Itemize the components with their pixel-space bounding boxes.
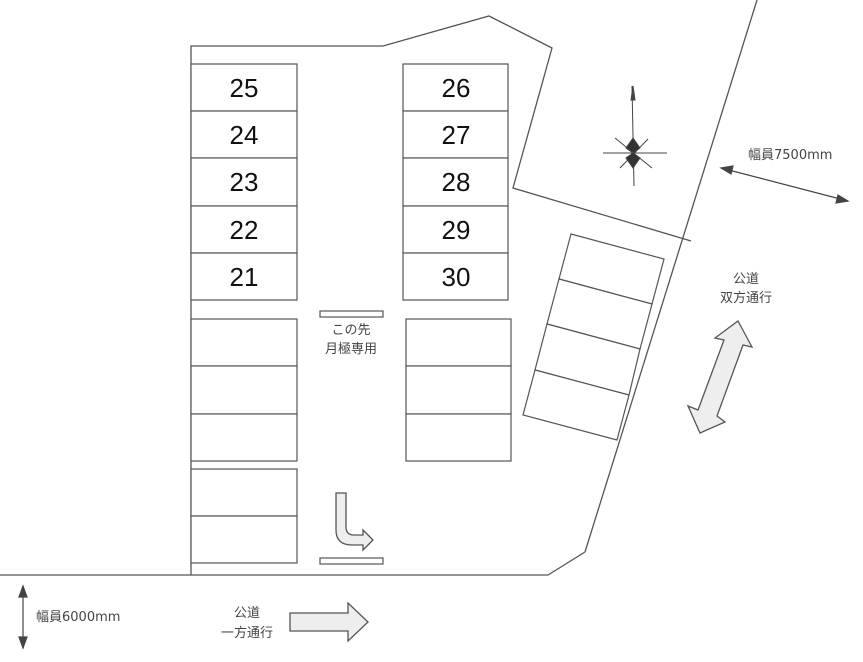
parking-slot [190,515,298,564]
road-edge-right [584,0,758,553]
road-right-label-line2: 双方通行 [720,290,772,306]
parking-slot [402,157,509,207]
parking-slot [402,252,509,301]
dimension-arrow-icon [719,165,850,204]
parking-slot [402,110,509,159]
parking-slot [190,157,298,207]
parking-slot [190,110,298,159]
one-way-arrow-icon [289,601,369,643]
parking-slot [402,205,509,254]
lot-boundary [190,15,692,575]
slot-number: 22 [230,215,259,245]
dimension-arrow-icon [18,584,28,650]
compass-icon [603,85,667,187]
slot-number: 28 [442,167,471,197]
slot-number: 29 [442,215,471,245]
right-unnumbered-slots [405,318,512,462]
two-way-arrow-icon [686,320,754,434]
entrance-bar [319,557,384,565]
entry-turn-arrow-icon [335,492,374,552]
road-right-label-line1: 公道 [733,272,759,287]
monthly-only-label-line2: 月極専用 [325,341,377,357]
parking-slot [190,365,298,415]
slot-number: 25 [230,73,259,103]
lot-boundary-bottom [0,551,586,576]
slot-number: 27 [442,120,471,150]
road-bottom-label-line2: 一方通行 [221,625,273,641]
slot-number: 21 [230,262,259,292]
parking-slot [190,413,298,462]
road-bottom-label-line1: 公道 [234,606,260,621]
parking-slot [190,468,298,517]
left-unnumbered-slots [190,318,298,564]
parking-slot [405,318,512,367]
parking-slot [405,413,512,462]
road-bottom-width-label: 幅員6000mm [36,610,120,625]
parking-slot [522,369,630,441]
parking-slot [405,365,512,415]
parking-slot [190,318,298,367]
road-right-width-label: 幅員7500mm [748,148,832,163]
slot-number: 30 [442,262,471,292]
monthly-only-label-line1: この先 [331,323,370,338]
monthly-only-bar [319,310,384,318]
left-numbered-slots: 25 24 23 22 21 [190,63,298,301]
angled-slots [522,233,665,441]
slot-number: 24 [230,120,259,150]
right-numbered-slots: 26 27 28 29 30 [402,63,509,301]
parking-slot [190,63,298,112]
parking-slot [190,252,298,301]
slot-number: 26 [442,73,471,103]
slot-number: 23 [230,167,259,197]
